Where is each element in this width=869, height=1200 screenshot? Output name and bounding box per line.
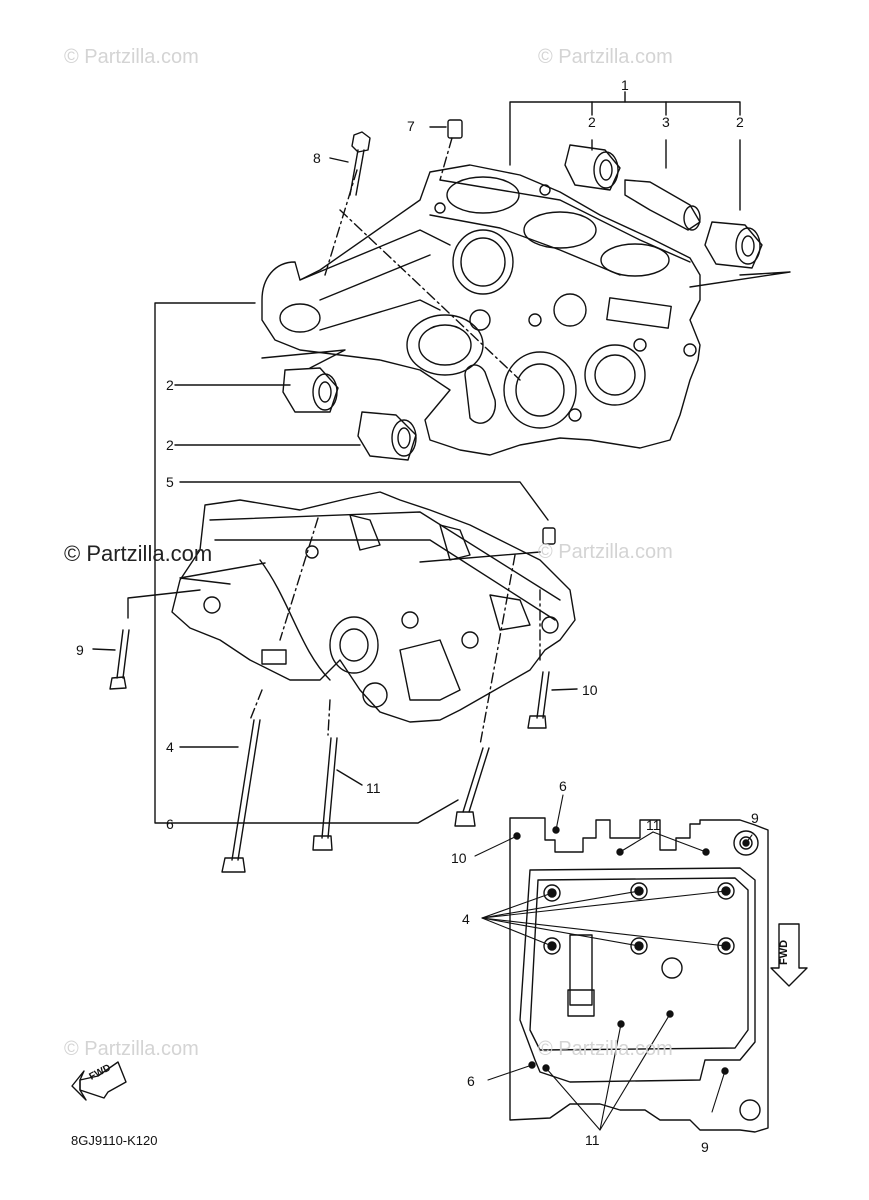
callout-8: 8 [313, 150, 321, 166]
watermark: © Partzilla.com [64, 541, 213, 566]
bracket-item-1 [509, 91, 741, 211]
upper-leader-lines [324, 137, 521, 381]
callout-11: 11 [585, 1132, 600, 1148]
callout-11: 11 [366, 780, 381, 796]
callout-2: 2 [166, 437, 174, 453]
lower-leader-lines [249, 517, 541, 746]
upper-crankcase [261, 164, 701, 456]
part-2-sleeve-top-left [564, 144, 621, 191]
callout-10: 10 [582, 682, 598, 698]
callout-1: 1 [621, 77, 629, 93]
part-9-bolt-left [92, 629, 130, 690]
callout-6: 6 [166, 816, 174, 832]
upper-guide-lines [261, 271, 791, 369]
part-3-collar [624, 179, 701, 231]
callout-7: 7 [407, 118, 415, 134]
callout-3: 3 [662, 114, 670, 130]
callout-10: 10 [451, 850, 467, 866]
plan-view-inset [474, 794, 769, 1133]
lower-crankcase [171, 491, 576, 723]
fwd-label-right: FWD [778, 939, 790, 965]
part-4-stud-bolt [221, 719, 261, 873]
callout-9: 9 [701, 1139, 709, 1155]
part-5-dowel [542, 527, 556, 545]
callout-4: 4 [166, 739, 174, 755]
lower-guide-lines [127, 551, 541, 619]
callout-6: 6 [559, 778, 567, 794]
part-6-stud-bolt [454, 747, 490, 827]
watermark: © Partzilla.com [538, 1038, 673, 1060]
part-8-stud-bolt [329, 131, 371, 196]
callout-2: 2 [736, 114, 744, 130]
watermark: © Partzilla.com [64, 46, 199, 68]
callout-11: 11 [646, 817, 661, 833]
watermark: © Partzilla.com [538, 541, 673, 563]
fwd-arrow-left-icon [71, 1061, 127, 1101]
part-2-sleeve-left-lower [357, 411, 417, 461]
callout-2: 2 [588, 114, 596, 130]
diagram-code: 8GJ9110-K120 [71, 1133, 158, 1148]
callout-2: 2 [166, 377, 174, 393]
left-bracket [154, 302, 549, 824]
fwd-arrow-down-icon [770, 923, 808, 987]
callout-9: 9 [751, 810, 759, 826]
callout-6: 6 [467, 1073, 475, 1089]
callout-5: 5 [166, 474, 174, 490]
watermark: © Partzilla.com [64, 1038, 199, 1060]
watermark: © Partzilla.com [538, 46, 673, 68]
part-2-sleeve-top-right [704, 221, 763, 269]
part-2-sleeve-left-upper [282, 367, 339, 413]
callout-9: 9 [76, 642, 84, 658]
part-7-dowel [429, 119, 463, 139]
part-10-bolt [527, 671, 578, 729]
callout-4: 4 [462, 911, 470, 927]
plan-leaders [474, 794, 753, 1131]
plan-bolt-holes [513, 826, 750, 1075]
part-11-bolt [312, 737, 363, 851]
